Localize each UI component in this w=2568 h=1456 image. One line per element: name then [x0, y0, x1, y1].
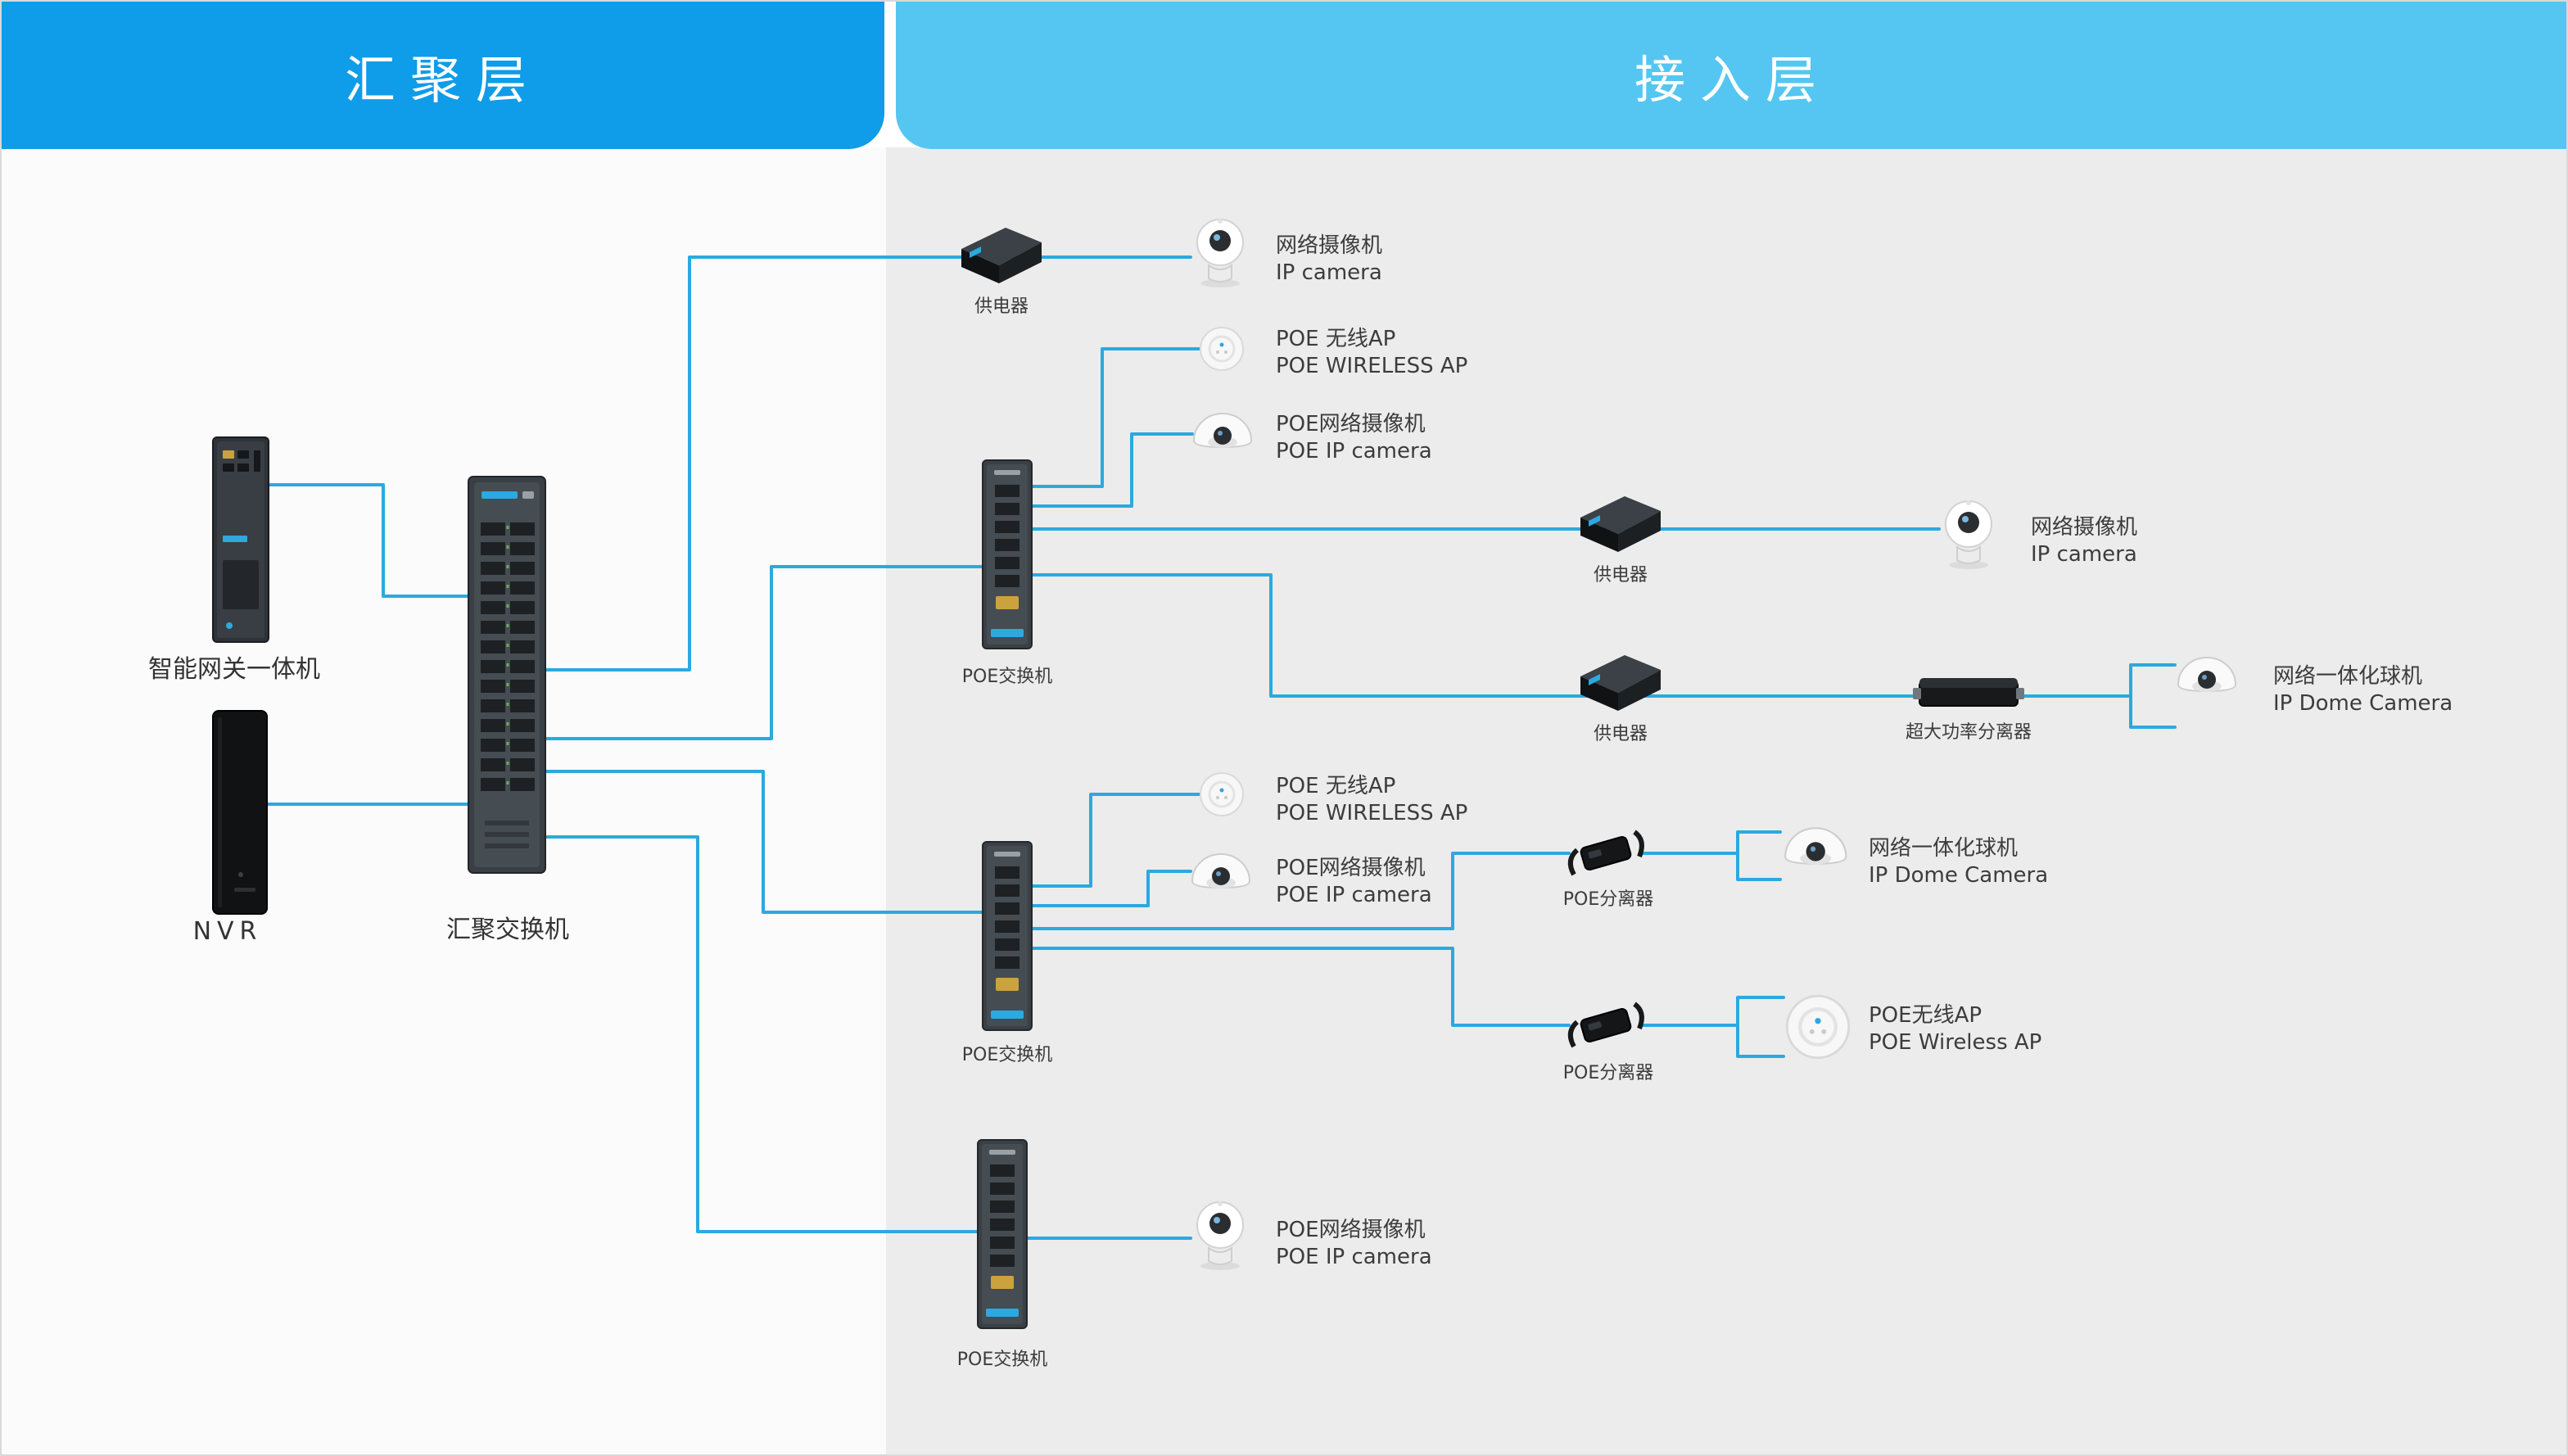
- nvr-label: NVR: [192, 917, 263, 946]
- label-en: POE Wireless AP: [1869, 1030, 2042, 1055]
- label-zh: 网络摄像机: [1276, 233, 1383, 258]
- poe-switch-1-device: [983, 460, 1032, 649]
- poe-wireless-ap-2-device: [1199, 771, 1245, 817]
- label-en: IP camera: [2031, 542, 2137, 567]
- poe-dome-camera-2-device: [1191, 853, 1250, 889]
- poe-wireless-ap-1-device: [1199, 326, 1245, 372]
- label-zh: POE网络摄像机: [1276, 1218, 1426, 1242]
- label-en: POE IP camera: [1276, 1245, 1432, 1269]
- link-sw1-to-injector3-splitter: [1030, 573, 1921, 698]
- poe-switch-2-label: POE交换机: [961, 1045, 1053, 1065]
- label-en: IP camera: [1276, 260, 1382, 285]
- power-injector-3-device: [1580, 655, 1661, 711]
- ip-camera-1-device: [1196, 218, 1244, 288]
- poe-ip-camera-1-label: POE网络摄像机 POE IP camera: [1276, 411, 1432, 465]
- label-zh: POE无线AP: [1869, 1003, 1983, 1028]
- link-agg-to-injector1-camera1: [544, 255, 1192, 671]
- ip-camera-1-label: 网络摄像机 IP camera: [1276, 233, 1382, 287]
- ip-camera-2-label: 网络摄像机 IP camera: [2031, 514, 2137, 568]
- poe-splitter-2-device: [1571, 1004, 1642, 1047]
- label-en: IP Dome Camera: [2273, 691, 2453, 716]
- label-zh: POE网络摄像机: [1276, 412, 1426, 436]
- gateway-label: 智能网关一体机: [148, 655, 320, 684]
- link-agg-to-poe-switch-3: [544, 835, 979, 1233]
- aggregation-layer-panel: [2, 147, 886, 1454]
- label-en: POE IP camera: [1276, 883, 1432, 907]
- poe-wireless-ap-3-device: [1787, 996, 1848, 1057]
- header-aggregation-layer: 汇聚层: [2, 2, 884, 149]
- link-agg-to-poe-switch-2: [544, 770, 984, 914]
- header-aggregation-title: 汇聚层: [344, 50, 541, 110]
- ip-dome-camera-2-label: 网络一体化球机 IP Dome Camera: [1869, 835, 2048, 889]
- poe-splitter-1-device: [1571, 832, 1642, 875]
- poe-wireless-ap-2-label: POE 无线AP POE WIRELESS AP: [1276, 773, 1467, 827]
- link-poe-splitter1-to-dome3-fork: [1641, 830, 1782, 881]
- link-sw1-to-dome1: [1030, 432, 1194, 508]
- label-en: IP Dome Camera: [1869, 863, 2049, 888]
- poe-splitter-1-label: POE分离器: [1562, 889, 1654, 910]
- link-agg-to-poe-switch-1: [544, 565, 984, 740]
- ip-dome-camera-1-device: [2177, 657, 2236, 693]
- link-sw2-to-poe-splitter-2: [1030, 947, 1571, 1027]
- link-sw2-to-ap2: [1030, 793, 1200, 888]
- poe-switch-3-device: [978, 1140, 1027, 1328]
- high-power-splitter-device: [1912, 677, 2025, 707]
- poe-dome-camera-1-device: [1193, 413, 1252, 449]
- label-en: POE IP camera: [1276, 439, 1432, 463]
- power-injector-2-label: 供电器: [1593, 565, 1648, 586]
- ip-camera-2-device: [1945, 500, 1992, 570]
- gateway-device: [212, 436, 269, 643]
- link-sw2-to-dome2: [1030, 870, 1192, 907]
- link-sw2-to-poe-splitter-1: [1030, 852, 1571, 930]
- poe-switch-3-label: POE交换机: [956, 1350, 1048, 1370]
- ip-dome-camera-1-label: 网络一体化球机 IP Dome Camera: [2273, 663, 2453, 717]
- poe-splitter-2-label: POE分离器: [1562, 1063, 1654, 1083]
- poe-ip-camera-3-label: POE网络摄像机 POE IP camera: [1276, 1217, 1432, 1271]
- link-gateway-to-agg-switch: [264, 483, 470, 598]
- poe-switch-1-label: POE交换机: [961, 667, 1053, 687]
- aggregation-switch-label: 汇聚交换机: [446, 916, 569, 944]
- power-injector-1-device: [961, 228, 1042, 283]
- poe-switch-2-device: [983, 842, 1032, 1030]
- poe-ip-camera-2-label: POE网络摄像机 POE IP camera: [1276, 855, 1432, 909]
- label-en: POE WIRELESS AP: [1276, 354, 1468, 378]
- power-injector-1-label: 供电器: [974, 296, 1029, 317]
- poe-wireless-ap-1-label: POE 无线AP POE WIRELESS AP: [1276, 326, 1467, 380]
- poe-ip-camera-3-device: [1196, 1201, 1244, 1271]
- label-zh: POE 无线AP: [1276, 774, 1396, 798]
- label-zh: POE网络摄像机: [1276, 856, 1426, 880]
- label-zh: 网络一体化球机: [1869, 836, 2019, 861]
- link-poe-splitter2-to-ap3-fork: [1641, 996, 1785, 1058]
- aggregation-switch-device: [468, 477, 545, 873]
- label-zh: POE 无线AP: [1276, 327, 1396, 351]
- high-power-splitter-label: 超大功率分离器: [1905, 722, 2032, 743]
- power-injector-2-device: [1580, 496, 1661, 552]
- ip-dome-camera-2-device: [1784, 827, 1847, 866]
- link-sw1-to-ap1: [1030, 347, 1200, 488]
- label-en: POE WIRELESS AP: [1276, 801, 1468, 825]
- header-access-layer: 接入层: [896, 2, 2566, 149]
- poe-wireless-ap-3-label: POE无线AP POE Wireless AP: [1869, 1002, 2041, 1056]
- link-splitter-to-dome4-fork: [2016, 663, 2177, 729]
- label-zh: 网络摄像机: [2031, 515, 2138, 540]
- label-zh: 网络一体化球机: [2273, 664, 2423, 689]
- nvr-device: [212, 710, 268, 915]
- header-access-title: 接入层: [1634, 50, 1831, 110]
- power-injector-3-label: 供电器: [1593, 724, 1648, 744]
